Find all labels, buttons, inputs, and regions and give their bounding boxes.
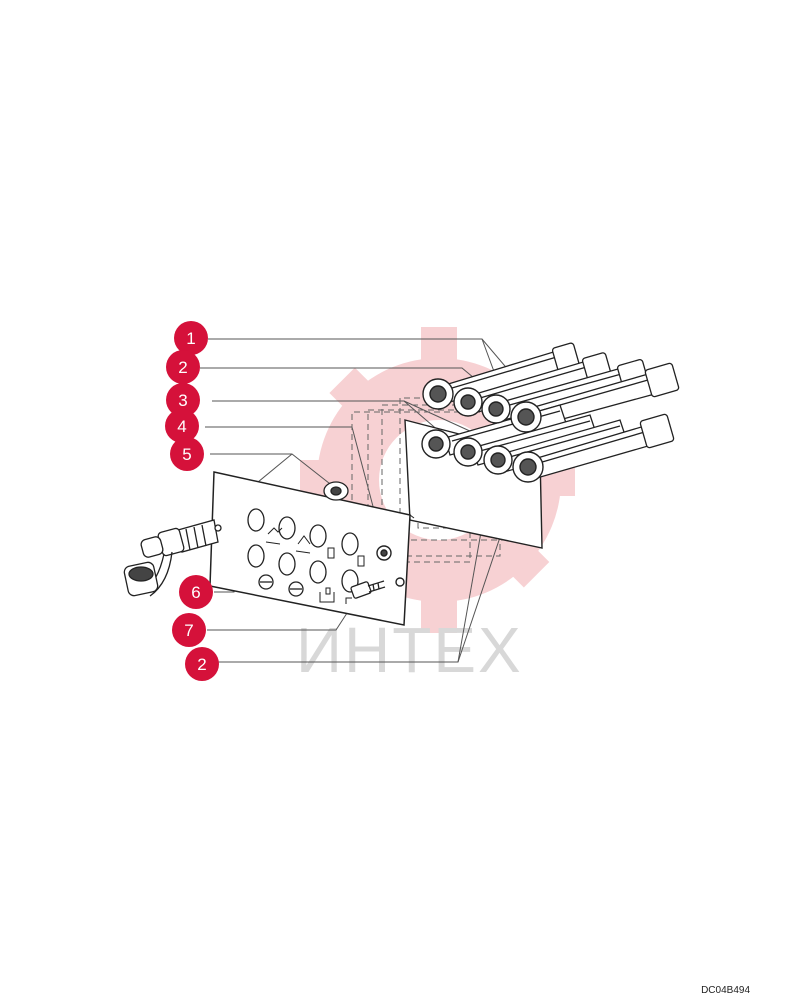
callout-label: 3 xyxy=(178,391,187,410)
watermark-text: ИНТЕХ xyxy=(296,614,523,686)
callout-label: 7 xyxy=(184,621,193,640)
callout-5: 5 xyxy=(170,437,204,471)
callout-7: 7 xyxy=(172,613,206,647)
hose-nuts-lower xyxy=(421,429,544,483)
drawing-code: DC04B494 xyxy=(701,985,750,996)
callout-4: 4 xyxy=(165,409,199,443)
callout-label: 1 xyxy=(186,329,195,348)
panel-nut xyxy=(323,481,349,501)
panel-holes xyxy=(247,508,359,597)
callout-label: 5 xyxy=(182,445,191,464)
bolt xyxy=(350,580,386,599)
callout-label: 2 xyxy=(178,358,187,377)
callout-label: 6 xyxy=(191,583,200,602)
quick-coupling xyxy=(123,519,222,597)
callout-label: 4 xyxy=(177,417,186,436)
callout-3: 3 xyxy=(166,383,200,417)
callout-label: 2 xyxy=(197,655,206,674)
washer xyxy=(376,545,405,587)
callout-2-bottom: 2 xyxy=(185,647,219,681)
callout-1: 1 xyxy=(174,321,208,355)
panel-symbols xyxy=(265,527,365,604)
callout-2-top: 2 xyxy=(166,350,200,384)
hose-nuts-upper xyxy=(422,378,542,433)
callout-6: 6 xyxy=(179,575,213,609)
